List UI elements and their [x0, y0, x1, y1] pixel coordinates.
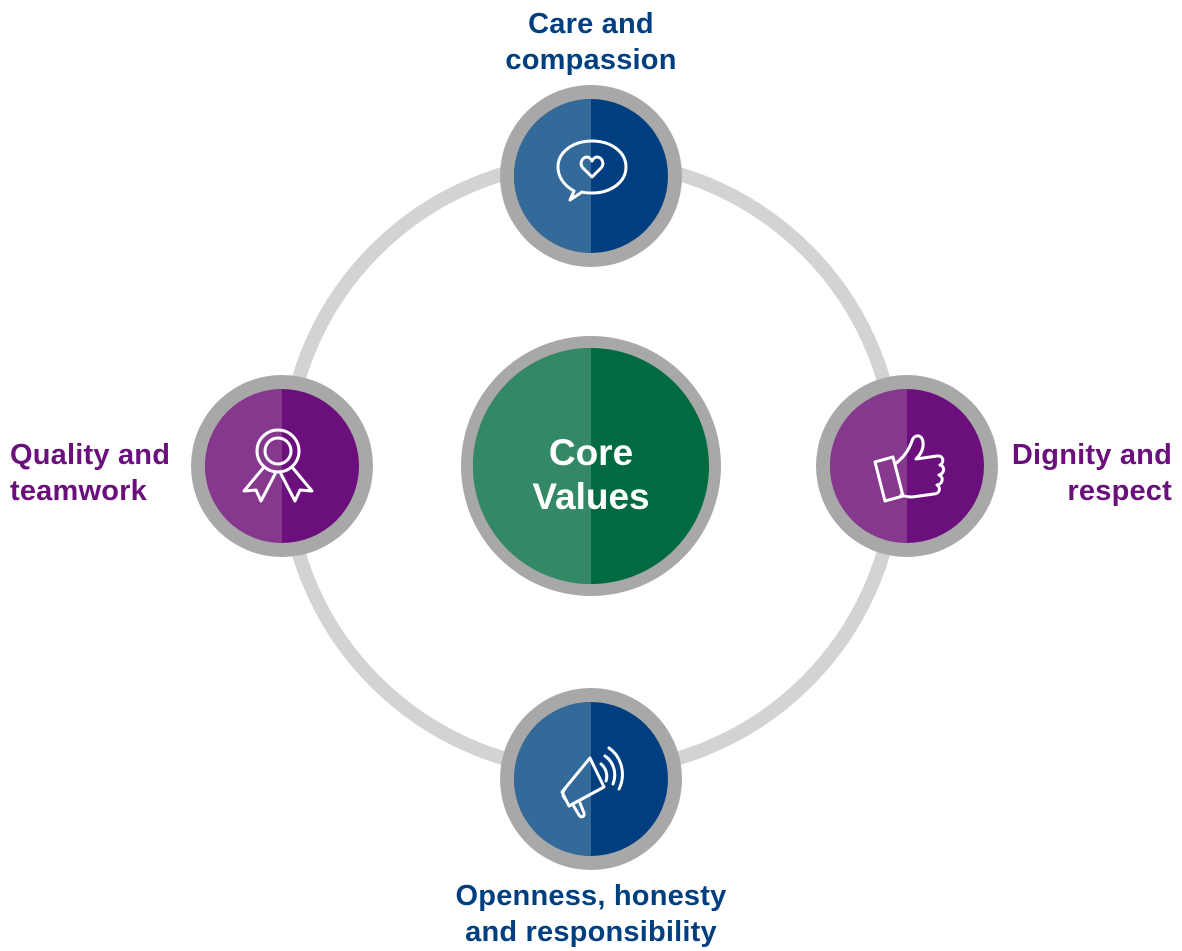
top-node-label-line1: Care and	[528, 8, 654, 40]
left-node	[191, 375, 373, 557]
center-label-line1: Core	[548, 432, 634, 473]
left-node-label: Quality and teamwork	[10, 437, 210, 509]
top-node-label-line2: compassion	[505, 44, 677, 76]
thumbs-up-icon	[873, 434, 946, 503]
bottom-node-label: Openness, honesty and responsibility	[421, 878, 761, 950]
bottom-node-label-line1: Openness, honesty	[455, 880, 727, 912]
top-node-label: Care and compassion	[441, 6, 741, 78]
megaphone-icon	[560, 746, 624, 819]
center-node	[461, 336, 721, 596]
right-node	[816, 375, 998, 557]
bottom-node-label-line2: and responsibility	[465, 916, 717, 948]
left-node-label-line2: teamwork	[10, 475, 147, 507]
top-node	[500, 85, 682, 267]
right-node-label-line1: Dignity and	[1011, 439, 1172, 471]
award-ribbon-icon	[242, 428, 314, 503]
bottom-node	[500, 688, 682, 870]
right-node-label-line2: respect	[1067, 475, 1172, 507]
center-label: Core Values	[471, 431, 711, 519]
left-node-label-line1: Quality and	[10, 439, 171, 471]
center-label-line2: Values	[532, 476, 650, 517]
right-node-label: Dignity and respect	[962, 437, 1172, 509]
heart-speech-bubble-icon	[556, 139, 628, 202]
